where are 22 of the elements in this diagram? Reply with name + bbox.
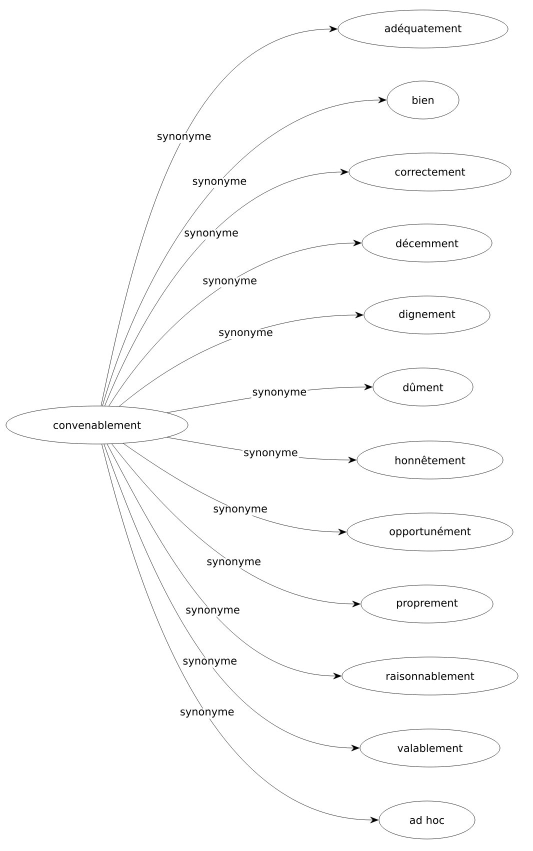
- edge-label: synonyme: [183, 658, 236, 667]
- arrow: [106, 444, 342, 680]
- arrow: [102, 96, 386, 406]
- edge-label: synonyme: [214, 506, 267, 515]
- arrow: [123, 443, 346, 536]
- arrow: [102, 444, 378, 824]
- edge-label: synonyme: [180, 710, 234, 718]
- arrow: [104, 444, 360, 752]
- edge-label: synonyme: [186, 608, 240, 616]
- arrow: [119, 312, 364, 407]
- edge-label: synonyme: [244, 450, 298, 458]
- arrow: [100, 26, 338, 406]
- edge-label: synonyme: [157, 134, 211, 142]
- edge-label: synonyme: [192, 178, 246, 187]
- edge-label: synonyme: [203, 278, 256, 286]
- arrow: [108, 240, 362, 406]
- edge-label: synonyme: [252, 390, 306, 398]
- arrow: [104, 168, 348, 406]
- arrow: [112, 444, 360, 608]
- edge-label: synonyme: [207, 559, 260, 568]
- edge-label: synonyme: [184, 230, 238, 239]
- edge-label: synonyme: [219, 330, 272, 338]
